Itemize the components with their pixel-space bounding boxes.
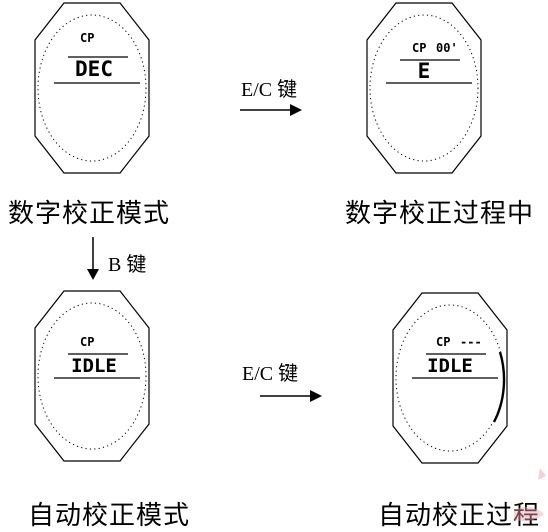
watch-display-idle-progress: CP --- IDLE xyxy=(388,292,512,464)
ec-key-label-top: E/C 键 xyxy=(241,79,298,101)
watch-display-dec: CP DEC xyxy=(30,2,154,174)
display-top-text: CP xyxy=(80,335,94,349)
ec-key-label-bottom: E/C 键 xyxy=(242,363,299,385)
display-top-text: CP xyxy=(436,335,450,349)
caption-auto-progress: 自动校正过程 xyxy=(378,501,541,531)
display-main-text: E xyxy=(418,59,431,83)
watch-case xyxy=(34,290,150,462)
caption-digital-mode: 数字校正模式 xyxy=(8,199,171,229)
display-main-text: DEC xyxy=(75,57,113,81)
display-main-text: IDLE xyxy=(71,355,117,377)
progress-arc xyxy=(492,351,506,423)
caption-auto-mode: 自动校正模式 xyxy=(28,501,191,531)
watermark-mark xyxy=(514,468,546,522)
watch-case xyxy=(392,292,508,464)
display-top-text: CP xyxy=(412,41,426,55)
caption-digital-progress: 数字校正过程中 xyxy=(345,199,535,229)
watch-case xyxy=(366,2,482,174)
right-arrow-icon xyxy=(240,104,302,116)
display-top-right-text: 00' xyxy=(436,41,458,55)
b-key-label: B 键 xyxy=(108,254,147,276)
watch-display-e: CP 00' E xyxy=(362,2,486,174)
display-top-right-text: --- xyxy=(460,335,482,349)
down-arrow-icon xyxy=(87,237,99,280)
watch-display-idle: CP IDLE xyxy=(30,290,154,462)
display-main-text: IDLE xyxy=(427,355,473,377)
dial-ring xyxy=(37,14,147,162)
watch-case xyxy=(34,2,150,174)
right-arrow-icon xyxy=(260,390,322,402)
dial-ring xyxy=(37,302,147,450)
display-top-text: CP xyxy=(80,31,94,45)
dial-ring xyxy=(369,14,479,162)
